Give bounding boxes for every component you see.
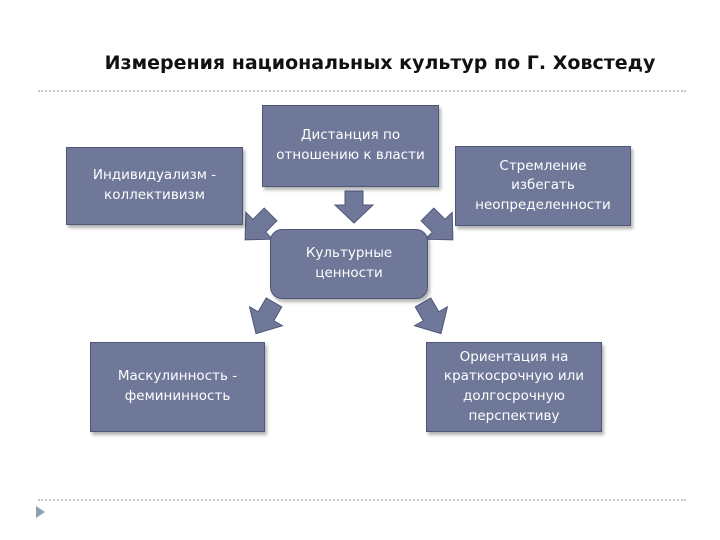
node-cultural-values: Культурные ценности [270, 229, 428, 299]
triangle-bullet-icon [36, 506, 45, 518]
top-divider [38, 90, 686, 92]
arrow-center-to-masculinity [248, 297, 284, 335]
node-individualism: Индивидуализм - коллективизм [66, 147, 243, 225]
slide-title: Измерения национальных культур по Г. Хов… [104, 52, 656, 74]
arrow-individualism-to-center [244, 207, 278, 241]
arrow-power-distance-to-center [333, 190, 375, 224]
node-time-orientation: Ориентация на краткосрочную или долгосро… [426, 342, 602, 432]
arrow-uncertainty-to-center [420, 207, 454, 241]
node-power-distance: Дистанция по отношению к власти [262, 105, 439, 187]
bottom-divider [38, 499, 686, 501]
node-masculinity: Маскулинность - фемининность [90, 342, 265, 432]
node-uncertainty-avoidance: Стремление избегать неопределенности [455, 146, 631, 226]
arrow-center-to-orientation [413, 297, 449, 335]
